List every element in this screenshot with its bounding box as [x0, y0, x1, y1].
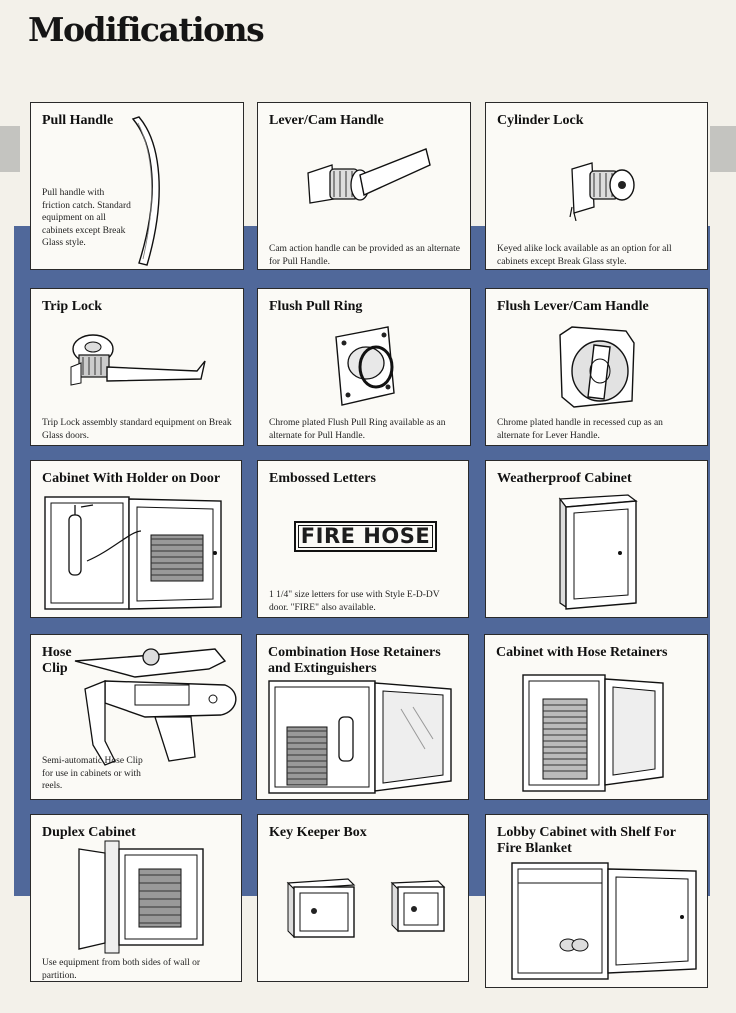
card-title: Key Keeper Box — [269, 825, 367, 840]
card-pull-handle: Pull Handle Pull handle with friction ca… — [30, 102, 244, 270]
card-title: Hose Clip — [42, 645, 72, 676]
card-description: Use equipment from both sides of wall or… — [42, 958, 201, 981]
card-combination-hose: Combination Hose Retainers and Extinguis… — [256, 634, 469, 800]
gray-band-right — [710, 126, 736, 172]
card-flush-pull-ring: Flush Pull Ring Chrome plated Flush Pull… — [257, 288, 471, 446]
card-title: Pull Handle — [42, 113, 114, 128]
card-title: Combination Hose Retainers and Extinguis… — [268, 645, 441, 676]
card-trip-lock: Trip Lock Trip Lock assembly standard eq… — [30, 288, 244, 446]
card-title: Flush Lever/Cam Handle — [497, 299, 649, 314]
card-title: Flush Pull Ring — [269, 299, 363, 314]
card-description: Chrome plated Flush Pull Ring available … — [269, 418, 446, 441]
fire-hose-sign: FIRE HOSE — [294, 521, 437, 552]
card-description: Chrome plated handle in recessed cup as … — [497, 418, 663, 441]
lobby-cabinet-illustration — [511, 862, 697, 980]
card-lobby-cabinet: Lobby Cabinet with Shelf For Fire Blanke… — [485, 814, 708, 988]
card-description: Semi-automatic Hose Clip for use in cabi… — [42, 756, 143, 791]
card-title: Lever/Cam Handle — [269, 113, 384, 128]
card-description: 1 1/4" size letters for use with Style E… — [269, 590, 440, 613]
flush-lever-cam-handle-illustration — [559, 326, 635, 408]
cabinet-holder-door-illustration — [44, 496, 222, 610]
card-description: Keyed alike lock available as an option … — [497, 244, 672, 267]
card-title: Cabinet with Hose Retainers — [496, 645, 668, 660]
cabinet-hose-retainers-illustration — [522, 674, 664, 792]
card-title: Trip Lock — [42, 299, 103, 314]
card-embossed-letters: Embossed Letters FIRE HOSE 1 1/4" size l… — [257, 460, 469, 618]
hose-clip-illustration — [74, 648, 237, 766]
card-cylinder-lock: Cylinder Lock Keyed alike lock available… — [485, 102, 708, 270]
cylinder-lock-illustration — [569, 162, 635, 221]
card-description: Pull handle with friction catch. Standar… — [42, 188, 131, 248]
card-description: Cam action handle can be provided as an … — [269, 244, 460, 267]
lever-cam-handle-illustration — [307, 148, 431, 204]
gray-band-left — [0, 126, 20, 172]
card-flush-lever-cam-handle: Flush Lever/Cam Handle Chrome plated han… — [485, 288, 708, 446]
trip-lock-illustration — [70, 334, 206, 386]
combination-hose-illustration — [268, 680, 452, 794]
page-title: Modifications — [28, 10, 265, 49]
card-key-keeper-box: Key Keeper Box — [257, 814, 469, 982]
card-description: Trip Lock assembly standard equipment on… — [42, 418, 232, 441]
card-weatherproof-cabinet: Weatherproof Cabinet — [485, 460, 708, 618]
card-title: Lobby Cabinet with Shelf For Fire Blanke… — [497, 825, 676, 856]
card-cabinet-holder-door: Cabinet With Holder on Door — [30, 460, 242, 618]
card-duplex-cabinet: Duplex Cabinet Use equipment from both s… — [30, 814, 242, 982]
card-lever-cam-handle: Lever/Cam Handle Cam action handle can b… — [257, 102, 471, 270]
card-title: Embossed Letters — [269, 471, 376, 486]
weatherproof-cabinet-illustration — [558, 494, 638, 610]
pull-handle-illustration — [131, 116, 160, 266]
card-title: Cylinder Lock — [497, 113, 584, 128]
card-cabinet-hose-retainers: Cabinet with Hose Retainers — [484, 634, 708, 800]
card-hose-clip: Hose Clip Semi-automatic Hose Clip for u… — [30, 634, 242, 800]
card-title: Weatherproof Cabinet — [497, 471, 632, 486]
card-title: Duplex Cabinet — [42, 825, 136, 840]
duplex-cabinet-illustration — [78, 840, 204, 954]
card-title: Cabinet With Holder on Door — [42, 471, 221, 486]
key-keeper-box-illustration — [286, 878, 446, 939]
flush-pull-ring-illustration — [335, 326, 395, 406]
